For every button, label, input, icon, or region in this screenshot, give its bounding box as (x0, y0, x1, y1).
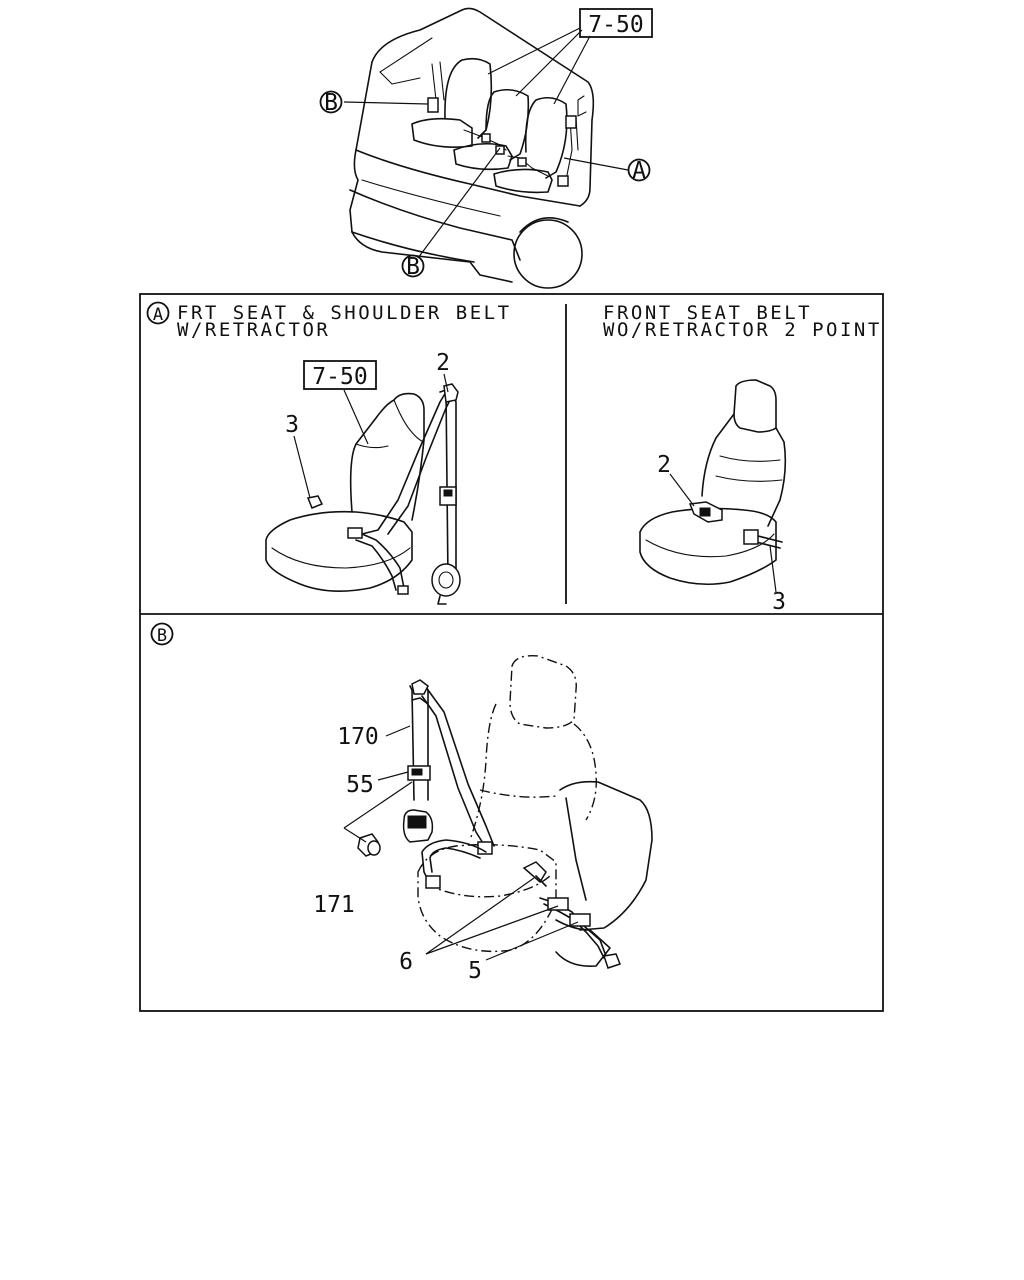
overview-callout-b-top: B (319, 90, 343, 116)
panel-a-left-title-line2: W/RETRACTOR (177, 319, 330, 341)
circle-callout-icon (146, 301, 170, 325)
panel-b-part-170: 170 (337, 724, 379, 750)
overview-callout-b-top-text: B (324, 90, 338, 116)
overview-cab-drawing (349, 7, 595, 289)
panel-b-part-55: 55 (346, 772, 374, 798)
ref-box-icon (303, 360, 377, 390)
panel-a-left-title-line1: FRT SEAT & SHOULDER BELT (177, 302, 512, 324)
panel-b-callout-text: B (157, 626, 167, 646)
panel-a-left-part-2: 2 (436, 350, 450, 376)
panel-b-part-5: 5 (468, 958, 482, 984)
panel-a-left-leaders (293, 373, 449, 499)
panel-a-left-ref-box-text: 7-50 (312, 364, 367, 390)
panel-a-right-part-2: 2 (657, 452, 671, 478)
panel-a-left-part-3: 3 (285, 412, 299, 438)
panel-a-right-leaders (669, 473, 777, 593)
panel-a-left-header: A FRT SEAT & SHOULDER BELT W/RETRACTOR (146, 301, 512, 341)
panel-a-left-callout-text: A (153, 305, 163, 325)
panel-b-leaders (343, 725, 579, 961)
panel-a-right-header: FRONT SEAT BELT WO/RETRACTOR 2 POINT (603, 302, 882, 341)
ref-box-icon (579, 8, 653, 38)
panel-b-seat-drawing (357, 655, 653, 969)
overview-ref-box-text: 7-50 (588, 12, 643, 38)
detail-frame (139, 293, 884, 1012)
panel-b-part-6: 6 (399, 949, 413, 975)
panel-a-left-seat-drawing (265, 383, 461, 605)
panel-b-part-171: 171 (313, 892, 355, 918)
circle-callout-icon (319, 90, 343, 114)
panel-b-header: B (150, 622, 174, 646)
overview-callout-a-text: A (632, 158, 646, 184)
circle-callout-icon (150, 622, 174, 646)
panel-a-right-part-3: 3 (772, 589, 786, 615)
overview-callout-a: A (627, 158, 651, 184)
circle-callout-icon (401, 254, 425, 278)
panel-a-right-seat-drawing (639, 379, 787, 586)
panel-a-right-title-line2: WO/RETRACTOR 2 POINT (603, 319, 882, 341)
overview-callout-b-bottom: B (401, 254, 425, 280)
panel-a-left-ref-box: 7-50 (303, 360, 377, 390)
overview-ref-box: 7-50 (579, 8, 653, 38)
overview-callout-b-bottom-text: B (406, 254, 420, 280)
overview-leaders (343, 27, 629, 259)
circle-callout-icon (627, 158, 651, 182)
panel-a-right-title-line1: FRONT SEAT BELT (603, 302, 812, 324)
